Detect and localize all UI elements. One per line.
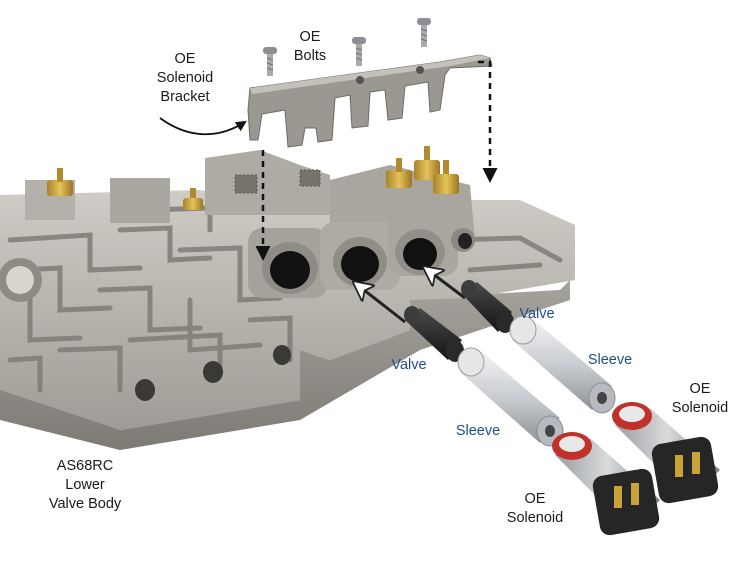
label-line: AS68RC	[56, 458, 114, 474]
label-line: Bolts	[293, 48, 327, 64]
label-line: Solenoid	[671, 400, 729, 416]
bore-housings	[248, 214, 475, 298]
solenoid-front	[552, 432, 660, 536]
label-valve-right: Valve	[519, 306, 555, 322]
label-bolts: OE Bolts	[280, 28, 340, 66]
label-line: Valve Body	[48, 496, 122, 512]
label-valve-left: Valve	[391, 357, 427, 373]
bolt	[352, 37, 366, 66]
label-line: OE	[524, 491, 546, 507]
label-solenoid-bracket: OE Solenoid Bracket	[140, 50, 230, 107]
valve-body	[0, 146, 575, 450]
label-solenoid-right: OE Solenoid	[660, 380, 740, 418]
label-line: Lower	[65, 477, 105, 493]
label-line: Solenoid	[156, 70, 214, 86]
label-line: OE	[174, 51, 196, 67]
brass-fittings	[47, 146, 459, 210]
label-line: OE	[689, 381, 711, 397]
label-line: Bracket	[160, 89, 210, 105]
label-sleeve-right: Sleeve	[587, 352, 633, 368]
solenoid-bracket	[247, 54, 493, 148]
label-valve-body: AS68RC Lower Valve Body	[35, 457, 135, 514]
bolt	[417, 18, 431, 47]
valve-left	[404, 306, 464, 362]
sleeve-right	[509, 315, 616, 414]
solenoid-right	[612, 402, 720, 504]
oe-bolts	[263, 18, 431, 76]
install-arrows	[159, 60, 498, 324]
valve-right	[461, 280, 514, 333]
label-line: Solenoid	[506, 510, 564, 526]
label-solenoid-front: OE Solenoid	[495, 490, 575, 528]
label-line: OE	[299, 29, 321, 45]
label-sleeve-left: Sleeve	[455, 423, 501, 439]
bolt	[263, 47, 277, 76]
